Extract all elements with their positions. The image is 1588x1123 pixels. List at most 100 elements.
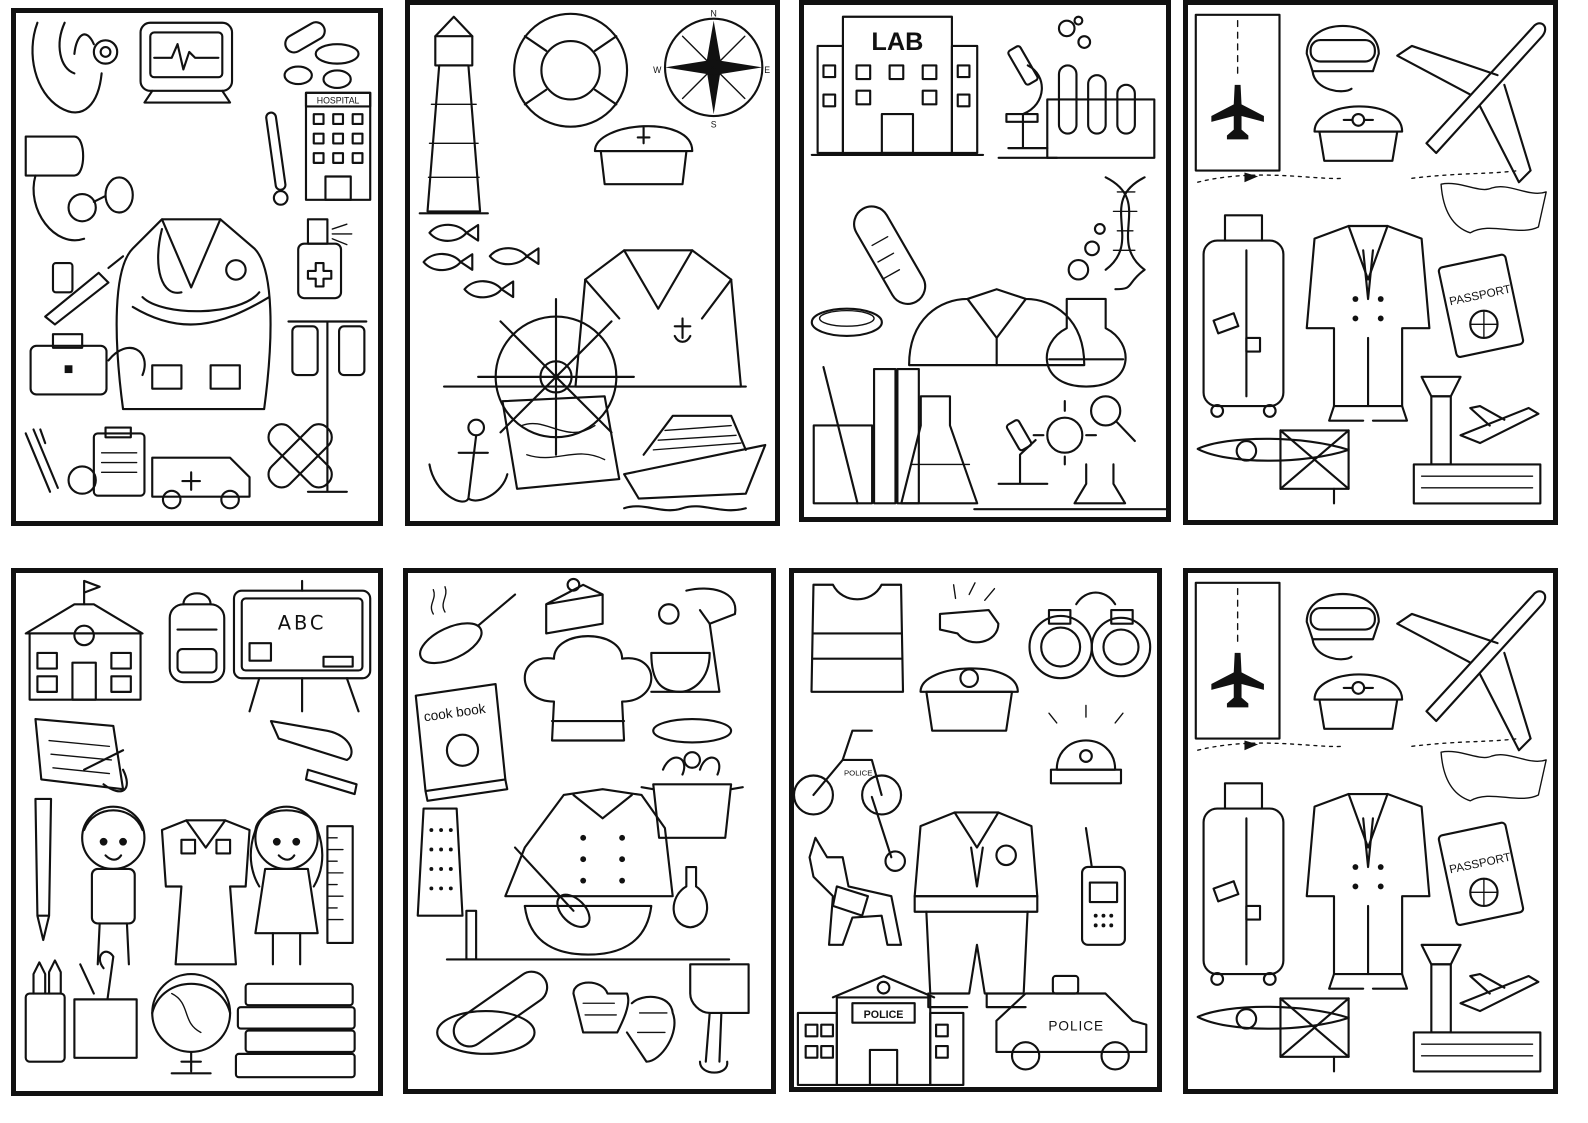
coloring-page-chef: cook book [403, 568, 776, 1094]
hospital-icon: HOSPITAL [304, 91, 372, 201]
coloring-page-teacher: ABC [11, 568, 383, 1096]
fish-icon [422, 223, 540, 299]
stand-mixer-icon [650, 587, 737, 693]
passport-label: PASSPORT [1448, 283, 1512, 309]
control-tower-icon [1412, 943, 1542, 1073]
biplane-icon [1196, 997, 1350, 1073]
coloring-page-pilot-2: PASSPORT [1183, 568, 1558, 1094]
hospital-label: HOSPITAL [317, 96, 360, 106]
police-car-icon: POLICE [995, 974, 1148, 1071]
clipboard-icon [67, 426, 146, 497]
microscope-icon [997, 45, 1059, 159]
pilot-cap-icon [1313, 105, 1404, 162]
bandage-icon [267, 423, 333, 489]
pilot-helmet-icon [1305, 25, 1380, 93]
motorcycle-label: POLICE [844, 769, 872, 778]
airplane-icon [1396, 590, 1547, 752]
suitcase-icon [1202, 214, 1285, 418]
baton-icon [870, 795, 907, 872]
police-uniform-icon [913, 811, 1039, 1009]
thermometer-icon [265, 111, 289, 206]
syringe-vial-icon [44, 255, 125, 326]
anchor-icon [428, 418, 509, 503]
sanitizer-icon [297, 218, 353, 300]
pilot-uniform-icon [1305, 224, 1431, 422]
compass-north-label: N [711, 9, 717, 19]
lab-building-icon: LAB [810, 15, 985, 157]
virus-microscope-icon [997, 395, 1136, 505]
glassware-icon [812, 365, 979, 505]
syringe-icon [24, 428, 59, 493]
cookbook-label: cook book [423, 701, 487, 725]
police-dog-icon [808, 836, 903, 946]
heart-monitor-icon [139, 21, 234, 104]
walkie-talkie-icon [1080, 826, 1126, 946]
mixing-bowl-whisk-icon [513, 846, 653, 956]
whistle-icon [938, 582, 1000, 644]
girl-student-icon [249, 805, 324, 966]
flight-path-icon [1197, 169, 1520, 183]
books-stack-icon [234, 982, 356, 1079]
world-map-icon [1440, 182, 1547, 234]
runway-icon [1194, 13, 1281, 172]
pilot-cap-icon [1313, 673, 1404, 730]
coloring-page-pilot: PASSPORT [1183, 0, 1558, 525]
globe-icon [151, 973, 232, 1075]
passport-label: PASSPORT [1448, 851, 1512, 877]
coloring-page-doctor: HOSPITAL [11, 8, 383, 526]
sailor-uniform-icon [574, 249, 743, 388]
stapler-icon [269, 719, 358, 796]
stethoscope-icon [31, 21, 119, 114]
coloring-page-police: POLICE POLICE [789, 568, 1162, 1092]
chalkboard-icon: ABC [232, 579, 372, 713]
small-plane-icon [1459, 973, 1540, 1013]
oven-mitt-icon [572, 981, 676, 1063]
blood-pressure-icon [24, 135, 134, 242]
flight-path-icon [1197, 737, 1520, 751]
police-page-art: POLICE POLICE [794, 582, 1152, 1087]
lifebuoy-icon [513, 12, 629, 128]
handcuffs-icon [1028, 591, 1152, 680]
chalkboard-label: ABC [278, 612, 327, 635]
hand-mixer-icon [689, 963, 750, 1074]
lab-label: LAB [871, 28, 923, 56]
control-tower-icon [1412, 375, 1542, 505]
scientist-page-art: LAB [810, 15, 1166, 511]
pen-icon [34, 797, 53, 942]
doctor-coat-icon [115, 218, 272, 411]
iv-drip-icon [287, 320, 368, 493]
doctor-page-art: HOSPITAL [24, 21, 372, 510]
pilot-page-2-art: PASSPORT [1194, 581, 1547, 1073]
uniform-icon [160, 819, 251, 966]
pot-vegetables-icon [640, 718, 744, 839]
world-map-icon [1440, 750, 1547, 802]
runway-icon [1194, 581, 1281, 740]
chef-jacket-icon [504, 788, 674, 898]
lab-coat-icon [908, 288, 1086, 367]
beaker-round-icon [1045, 297, 1127, 388]
cruise-ship-icon [623, 414, 767, 512]
chef-hat-icon [523, 635, 653, 742]
dna-icon [1104, 176, 1146, 291]
airplane-icon [1396, 22, 1547, 184]
pilot-helmet-icon [1305, 593, 1380, 661]
lab-rack-icon [1046, 15, 1156, 159]
school-icon [24, 579, 144, 701]
ship-wheel-icon [477, 297, 635, 456]
police-hat-icon [919, 667, 1019, 732]
captain-hat-icon [593, 125, 694, 186]
rolling-pin-icon [436, 970, 549, 1055]
bubbles-icon [1067, 222, 1106, 281]
passport-icon: PASSPORT [1437, 253, 1525, 358]
compass-east-label: E [764, 65, 770, 75]
compass-south-label: S [711, 120, 717, 130]
teacher-page-art: ABC [24, 579, 372, 1079]
petri-dish-icon [810, 307, 883, 338]
passport-icon: PASSPORT [1437, 821, 1525, 927]
pills-icon [283, 21, 360, 90]
chef-page-art: cook book [414, 577, 750, 1074]
biplane-icon [1196, 429, 1350, 505]
backpack-icon [168, 592, 226, 684]
coloring-page-sailor: N S E W [405, 0, 780, 526]
police-station-label: POLICE [864, 1009, 904, 1021]
